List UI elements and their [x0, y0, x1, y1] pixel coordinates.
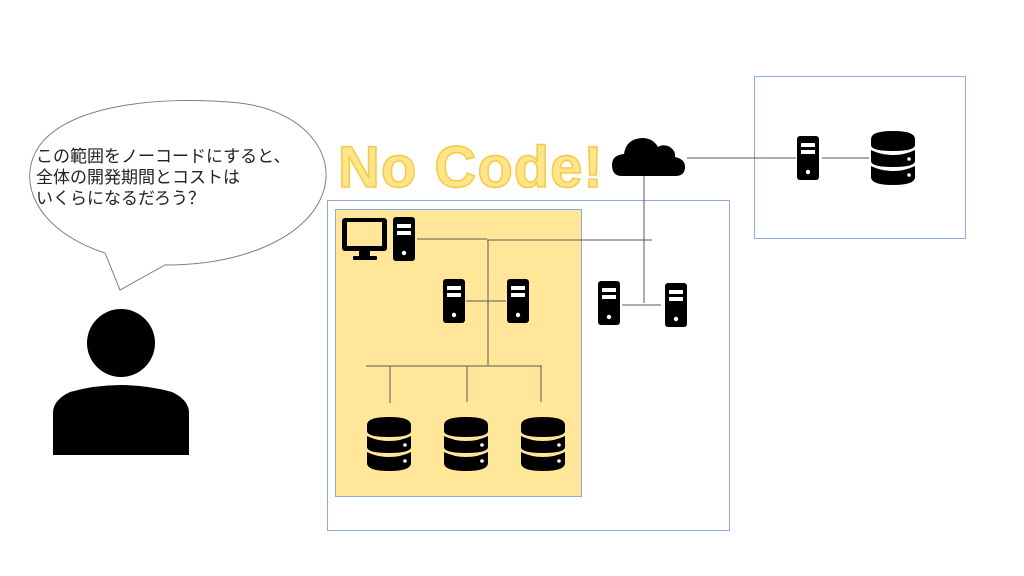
server-icon [598, 281, 620, 325]
database-icon [444, 417, 488, 471]
server-icon [507, 279, 529, 323]
cloud-icon [612, 138, 685, 176]
database-icon [871, 131, 915, 185]
headline: No Code! [337, 134, 604, 201]
speech-bubble-text: この範囲をノーコードにすると、全体の開発期間とコストはいくらになるだろう？ [36, 147, 291, 210]
monitor-icon [342, 218, 387, 260]
speech-line: この範囲をノーコードにすると、 [36, 147, 291, 167]
speech-bubble [29, 99, 327, 291]
database-icon [521, 417, 565, 471]
connection-lines [366, 157, 869, 403]
system-frame [327, 200, 730, 531]
server-icon [797, 136, 819, 180]
server-icon [443, 279, 465, 323]
server-icon [393, 217, 415, 261]
speech-line: 全体の開発期間とコストは [36, 168, 240, 188]
server-icon [665, 283, 687, 327]
nocode-area [335, 209, 582, 497]
user-icon [53, 309, 189, 455]
speech-line: いくらになるだろう？ [36, 189, 205, 209]
database-icon [367, 417, 411, 471]
